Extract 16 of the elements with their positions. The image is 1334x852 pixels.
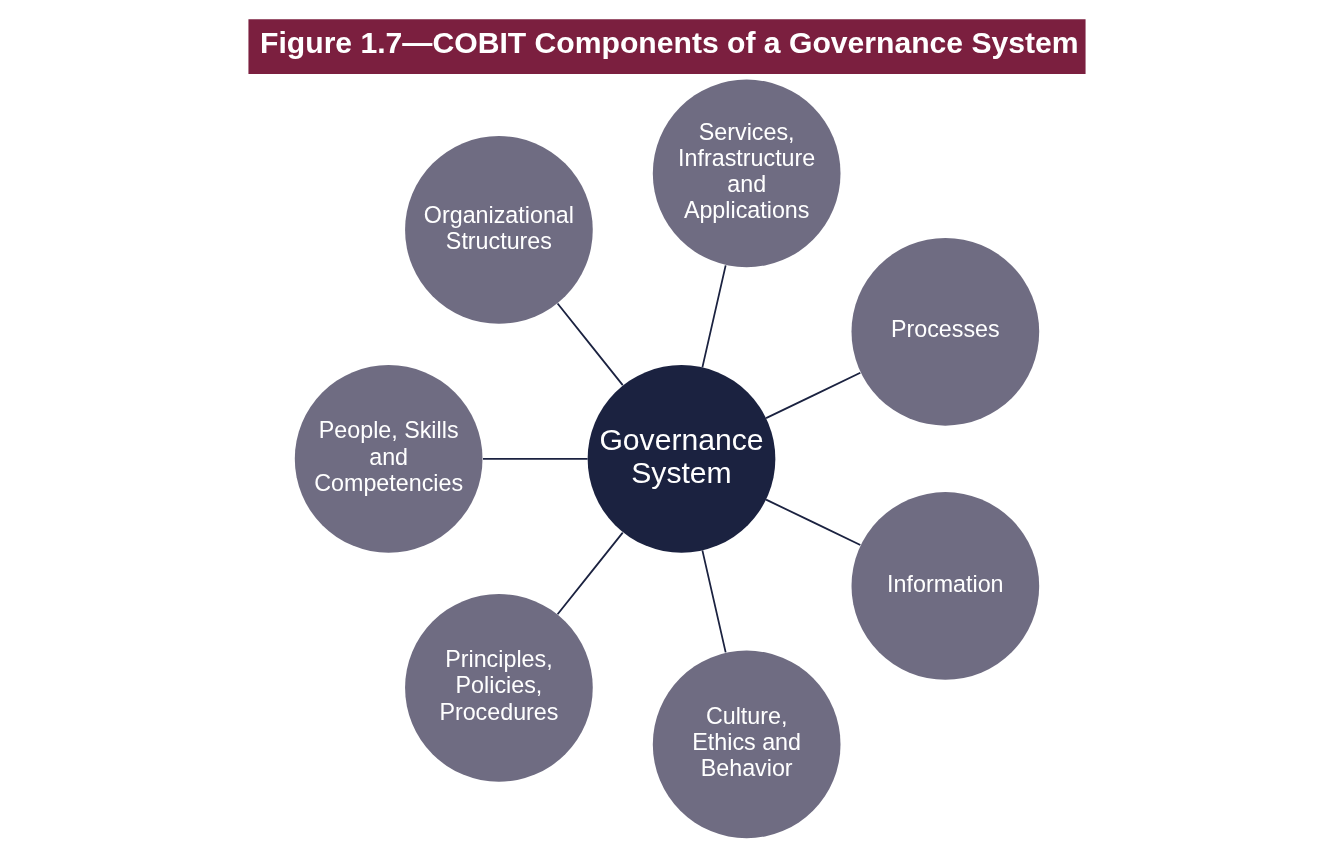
connector xyxy=(482,458,589,460)
node-circle: People, Skills and Competencies xyxy=(294,365,483,553)
node-circle: Culture, Ethics and Behavior xyxy=(652,650,841,839)
connector xyxy=(765,371,862,420)
diagram-title: Figure 1.7—COBIT Components of a Governance System xyxy=(260,25,1079,59)
node-circle: Services, Infrastructure and Applications xyxy=(652,79,841,268)
connector xyxy=(556,531,624,616)
node-circle: Information xyxy=(851,492,1040,680)
node-circle: Organizational Structures xyxy=(405,136,593,324)
connector xyxy=(701,264,727,369)
node-circle: Governance System xyxy=(587,365,776,553)
connector xyxy=(765,498,862,546)
connector xyxy=(701,549,727,654)
node-circle: Processes xyxy=(851,237,1040,426)
connector xyxy=(556,302,624,387)
node-circle: Principles, Policies, Procedures xyxy=(405,594,593,782)
